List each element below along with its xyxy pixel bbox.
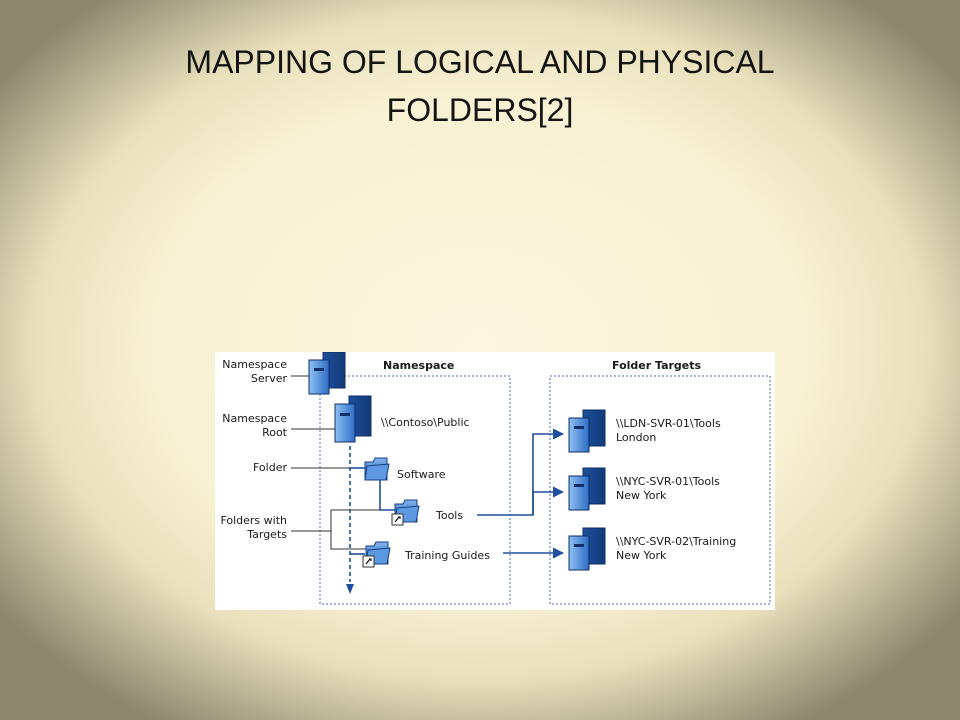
folder-software-icon [364, 457, 390, 481]
target-server-icon-ldn [568, 409, 606, 453]
namespace-server-icon [308, 352, 346, 395]
namespace-panel-title: Namespace [383, 359, 454, 372]
folder-targets-panel-title: Folder Targets [612, 359, 702, 372]
target-ldn-path: \\LDN-SVR-01\Tools [616, 417, 721, 430]
folder-training-guides-icon [362, 541, 391, 568]
slide-title-line-1: MAPPING OF LOGICAL AND PHYSICAL [185, 44, 775, 80]
namespace-root-server-icon [334, 395, 372, 443]
target-nyc1-path: \\NYC-SVR-01\Tools [616, 475, 720, 488]
dfs-namespace-diagram: Namespace Folder Targets Namespace Serve… [215, 352, 775, 610]
folder-tools-label: Tools [435, 509, 463, 522]
legend-folder: Folder [253, 461, 287, 474]
target-ldn-location: London [616, 431, 656, 444]
target-nyc2-path: \\NYC-SVR-02\Training [616, 535, 736, 548]
legend-namespace-server-1: Namespace [222, 358, 287, 371]
namespace-panel [319, 375, 511, 605]
target-server-icon-nyc1 [568, 467, 606, 511]
folder-software-label: Software [397, 468, 446, 481]
arrow-tools-to-nyc1 [532, 486, 565, 515]
target-nyc1-location: New York [616, 489, 667, 502]
legend-folders-with-targets-1: Folders with [220, 514, 287, 527]
slide-title-line-2: FOLDERS[2] [386, 92, 574, 128]
legend-folders-with-targets-2: Targets [246, 528, 287, 541]
slide-title: MAPPING OF LOGICAL AND PHYSICAL FOLDERS[… [80, 38, 880, 134]
folder-targets-panel [549, 375, 771, 605]
legend-namespace-root-1: Namespace [222, 412, 287, 425]
folder-training-guides-label: Training Guides [404, 549, 490, 562]
target-nyc2-location: New York [616, 549, 667, 562]
arrow-tools-to-ldn [477, 428, 565, 516]
namespace-root-path: \\Contoso\Public [381, 416, 470, 429]
target-server-icon-nyc2 [568, 527, 606, 571]
legend-namespace-server-2: Server [251, 372, 288, 385]
namespace-tree-arrow [346, 584, 354, 594]
namespace-tree-lines [349, 446, 395, 582]
folder-tools-icon [391, 499, 420, 526]
legend-namespace-root-2: Root [262, 426, 288, 439]
